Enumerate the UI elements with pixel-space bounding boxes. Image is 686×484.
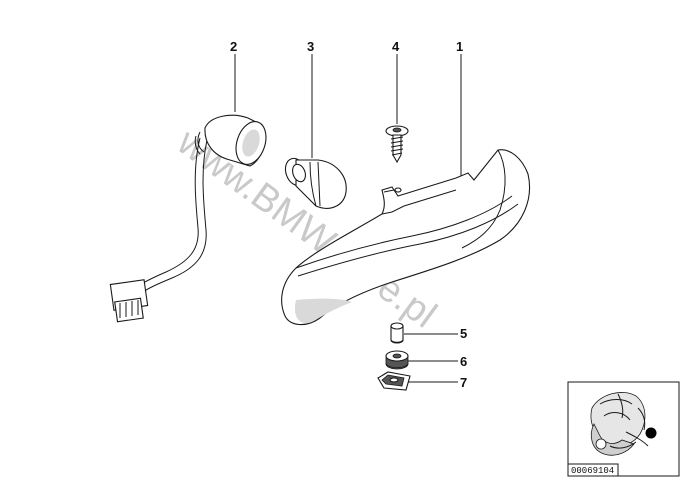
spacer-sleeve[interactable] [390,322,404,344]
diagram-id-box [567,463,619,477]
location-thumbnail[interactable]: 00069104 [567,381,680,477]
bulb[interactable] [282,155,347,209]
callout-4: 4 [392,39,400,54]
clip-nut[interactable] [377,371,411,391]
motorcycle-thumbnail-image [590,392,657,456]
wire-connector [109,279,149,323]
screw[interactable] [385,125,409,164]
rear-light-housing[interactable] [281,149,531,326]
callout-3: 3 [307,39,314,54]
rubber-grommet[interactable] [385,350,409,370]
location-marker-icon [645,427,657,439]
callout-7: 7 [460,375,467,390]
callout-2: 2 [230,39,237,54]
callout-6: 6 [460,354,467,369]
callout-5: 5 [460,326,467,341]
leader-lines [234,54,462,383]
bulb-socket-with-wiring[interactable] [109,114,271,323]
bulb-socket [194,114,267,167]
callout-1: 1 [456,39,463,54]
diagram-id: 00069104 [571,466,614,476]
